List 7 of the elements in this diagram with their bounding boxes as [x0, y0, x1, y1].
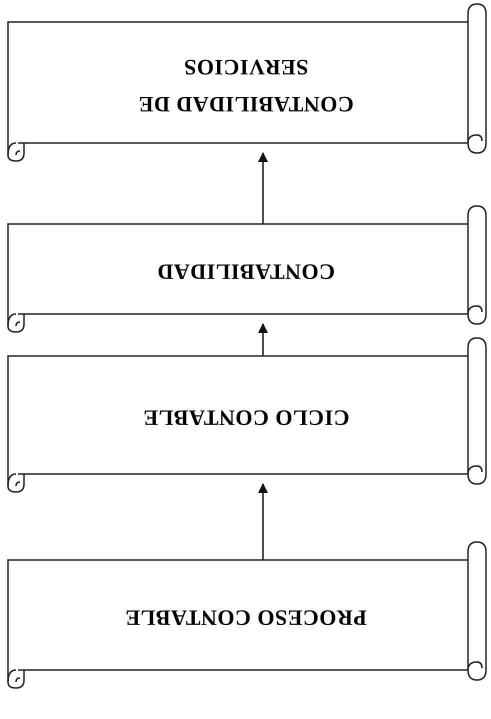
banner-title: CONTABILIDAD DE SERVICIOS [137, 54, 355, 119]
banner-title: CONTABILIDAD [157, 258, 335, 287]
arrow [258, 323, 268, 356]
arrow [258, 152, 268, 224]
banner-title: PROCESO CONTABLE [125, 604, 367, 633]
banner-title: CICLO CONTABLE [142, 404, 350, 433]
arrow [258, 483, 268, 560]
